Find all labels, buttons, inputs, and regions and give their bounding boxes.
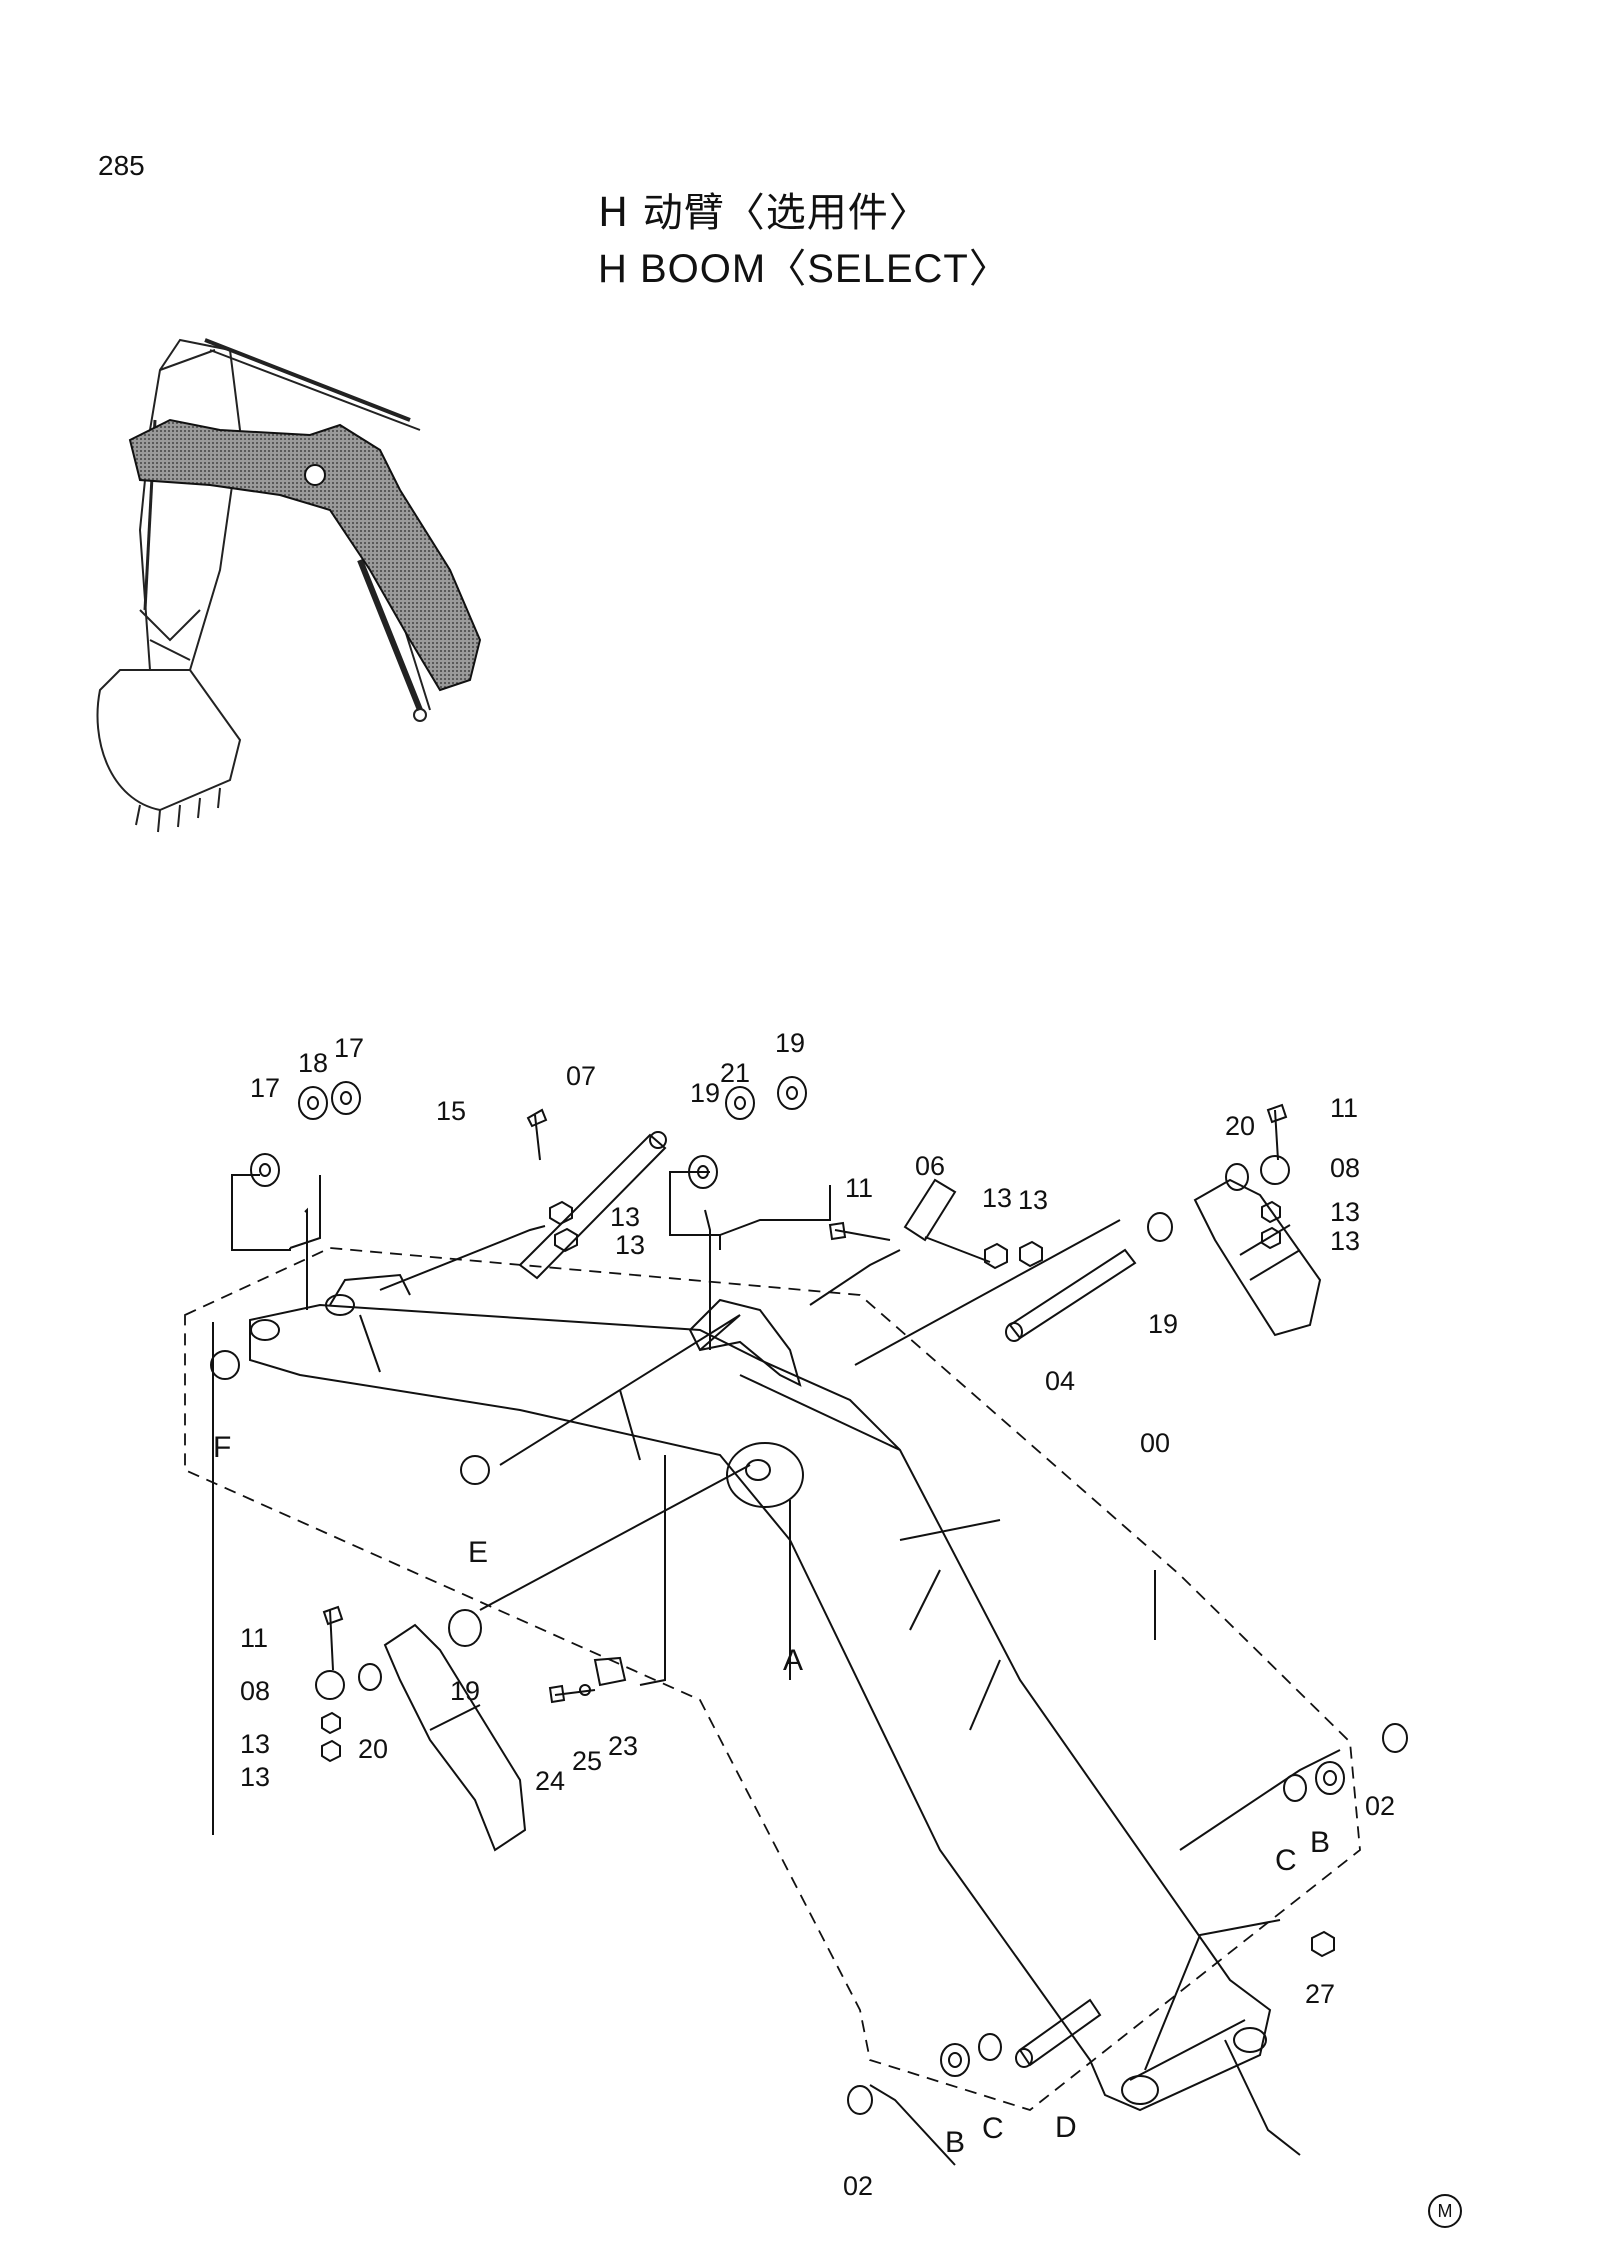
callout-13: 13 xyxy=(1330,1226,1360,1256)
right-hardware-11-08-13-20 xyxy=(1225,1103,1290,1250)
boom-exploded-diagram: 17 18 17 15 07 13 13 19 21 19 11 06 13 1… xyxy=(184,1028,1408,2201)
callout-19: 19 xyxy=(450,1676,480,1706)
callout-17: 17 xyxy=(334,1033,364,1063)
callout-13: 13 xyxy=(240,1762,270,1792)
callout-13: 13 xyxy=(240,1729,270,1759)
callout-13: 13 xyxy=(1018,1185,1048,1215)
callout-17: 17 xyxy=(250,1073,280,1103)
callout-19: 19 xyxy=(690,1078,720,1108)
corner-mark: M xyxy=(1428,2194,1462,2228)
callout-19: 19 xyxy=(775,1028,805,1058)
left-boom-cylinder xyxy=(383,1623,527,1852)
part-11-06-bolt-pin xyxy=(828,1178,1043,1270)
part-15-bolt xyxy=(526,1108,548,1161)
callout-21: 21 xyxy=(720,1058,750,1088)
part-F-bushing xyxy=(210,1350,240,1380)
callout-24: 24 xyxy=(535,1766,565,1796)
callout-08: 08 xyxy=(240,1676,270,1706)
callout-20: 20 xyxy=(1225,1111,1255,1141)
part-D-pin xyxy=(1015,1998,1102,2068)
part-19-21-washers xyxy=(688,1076,807,1189)
callout-11: 11 xyxy=(240,1623,268,1653)
left-hardware-11-08-13-20 xyxy=(315,1605,382,1763)
part-04-pin xyxy=(1005,1248,1137,1342)
part-13-nuts xyxy=(549,1200,578,1253)
callout-19: 19 xyxy=(1148,1309,1178,1339)
part-27-grease-fitting xyxy=(1311,1930,1335,1958)
callout-B: B xyxy=(1310,1826,1330,1859)
callout-02: 02 xyxy=(1365,1791,1395,1821)
callout-E: E xyxy=(468,1536,488,1569)
callout-04: 04 xyxy=(1045,1366,1075,1396)
callout-07: 07 xyxy=(566,1061,596,1091)
part-17-18-washers xyxy=(250,1081,361,1187)
part-07-pin xyxy=(518,1131,667,1280)
callout-F: F xyxy=(213,1431,231,1464)
callout-15: 15 xyxy=(436,1096,466,1126)
title-chinese: H 动臂〈选用件〉 xyxy=(598,190,930,236)
callout-13: 13 xyxy=(610,1202,640,1232)
callout-27: 27 xyxy=(1305,1979,1335,2009)
callout-13: 13 xyxy=(1330,1197,1360,1227)
part-E-bushing xyxy=(460,1455,490,1485)
excavator-overview-illustration xyxy=(96,338,482,833)
callout-18: 18 xyxy=(298,1048,328,1078)
callout-08: 08 xyxy=(1330,1153,1360,1183)
part-19-washer-right xyxy=(1147,1212,1173,1242)
callout-20: 20 xyxy=(358,1734,388,1764)
callout-A: A xyxy=(783,1644,803,1677)
part-19-washer-lower xyxy=(448,1609,482,1647)
title-english: H BOOM〈SELECT〉 xyxy=(598,247,1010,291)
callout-00: 00 xyxy=(1140,1428,1170,1458)
callout-02: 02 xyxy=(843,2171,873,2201)
callout-11: 11 xyxy=(845,1173,873,1203)
part-B-C-02-bushings-right xyxy=(1283,1723,1408,1802)
right-boom-cylinder xyxy=(1193,1178,1322,1337)
page-number: 285 xyxy=(98,150,145,181)
assembly-outline xyxy=(184,1247,1361,2112)
boom-body xyxy=(249,1273,1272,2112)
callout-B: B xyxy=(945,2126,965,2159)
callout-13: 13 xyxy=(982,1183,1012,1213)
callout-C: C xyxy=(1275,1844,1297,1877)
callout-06: 06 xyxy=(915,1151,945,1181)
part-B-C-02-bushings-lower xyxy=(847,2033,1002,2115)
callout-23: 23 xyxy=(608,1731,638,1761)
callout-13: 13 xyxy=(615,1230,645,1260)
part-23-24-25-plate-bolt xyxy=(548,1656,627,1704)
callout-C: C xyxy=(982,2112,1004,2145)
callout-11: 11 xyxy=(1330,1093,1358,1123)
callout-labels: 17 18 17 15 07 13 13 19 21 19 11 06 13 1… xyxy=(213,1028,1395,2201)
callout-D: D xyxy=(1055,2111,1077,2144)
callout-25: 25 xyxy=(572,1746,602,1776)
